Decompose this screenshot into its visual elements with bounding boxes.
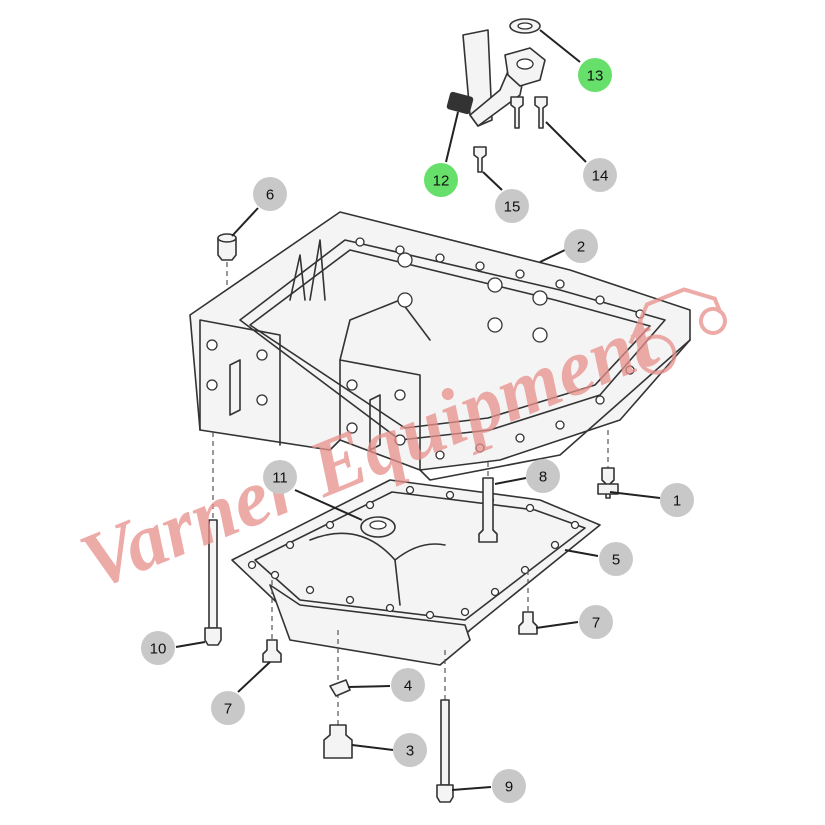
leader-line-8: [494, 477, 527, 485]
leader-line-15: [482, 171, 503, 191]
callout-label: 4: [404, 678, 412, 695]
callout-label: 5: [612, 552, 620, 569]
callout-label: 12: [433, 173, 450, 190]
callout-13: 13: [578, 58, 612, 92]
leader-line-6: [231, 207, 259, 237]
callout-circle: [424, 163, 458, 197]
leader-line-12: [445, 111, 459, 163]
callout-circle: [583, 158, 617, 192]
callout-label: 11: [272, 470, 288, 487]
callout-4: 4: [391, 668, 425, 702]
callout-15: 15: [495, 189, 529, 223]
callout-14: 14: [583, 158, 617, 192]
callout-label: 9: [505, 779, 513, 796]
callout-circle: [492, 769, 526, 803]
callout-12: 12: [424, 163, 458, 197]
leader-line-13: [539, 29, 581, 63]
callout-label: 1: [673, 493, 681, 510]
callout-label: 10: [150, 641, 167, 658]
leader-line-7: [237, 661, 271, 693]
leader-line-1: [609, 491, 661, 499]
callout-7: 7: [211, 691, 245, 725]
callout-circle: [141, 631, 175, 665]
callout-label: 8: [539, 469, 547, 486]
leader-line-7: [535, 621, 579, 629]
leader-line-5: [564, 549, 599, 557]
callout-10: 10: [141, 631, 175, 665]
leader-line-11: [294, 489, 363, 521]
callout-2: 2: [564, 229, 598, 263]
callout-circle: [211, 691, 245, 725]
callout-label: 7: [224, 701, 232, 718]
callout-label: 2: [577, 239, 585, 256]
callout-circle: [495, 189, 529, 223]
callout-circle: [526, 459, 560, 493]
callout-label: 6: [266, 187, 274, 204]
leader-line-9: [451, 786, 492, 791]
upper-oil-pan: [189, 211, 691, 481]
callout-label: 13: [587, 68, 604, 85]
callout-1: 1: [660, 483, 694, 517]
callout-circle: [263, 460, 297, 494]
seal-ring-11: [360, 516, 396, 538]
callout-circle: [578, 58, 612, 92]
assembly-lines: [212, 430, 609, 725]
housing-bolt-holes: [206, 237, 645, 460]
callout-circle: [579, 605, 613, 639]
callout-label: 3: [406, 743, 414, 760]
callout-5: 5: [599, 542, 633, 576]
callout-7: 7: [579, 605, 613, 639]
suction-bracket-assembly: [446, 18, 548, 173]
callout-circle: [660, 483, 694, 517]
callout-circle: [564, 229, 598, 263]
callout-9: 9: [492, 769, 526, 803]
callout-circle: [393, 733, 427, 767]
fasteners: [204, 467, 619, 803]
leader-lines: [175, 29, 661, 791]
leader-line-14: [545, 121, 587, 163]
callout-circle: [253, 177, 287, 211]
leader-line-2: [539, 249, 566, 263]
watermark-tractor-icon: [628, 287, 727, 375]
callout-label: 14: [592, 168, 609, 185]
callout-circle: [391, 668, 425, 702]
callout-11: 11: [263, 460, 297, 494]
callout-label: 15: [504, 199, 521, 216]
callout-8: 8: [526, 459, 560, 493]
callout-label: 7: [592, 615, 600, 632]
callout-3: 3: [393, 733, 427, 767]
leader-line-3: [351, 744, 394, 751]
callout-circle: [599, 542, 633, 576]
callout-6: 6: [253, 177, 287, 211]
leader-line-4: [347, 685, 391, 688]
leader-line-10: [175, 641, 206, 648]
